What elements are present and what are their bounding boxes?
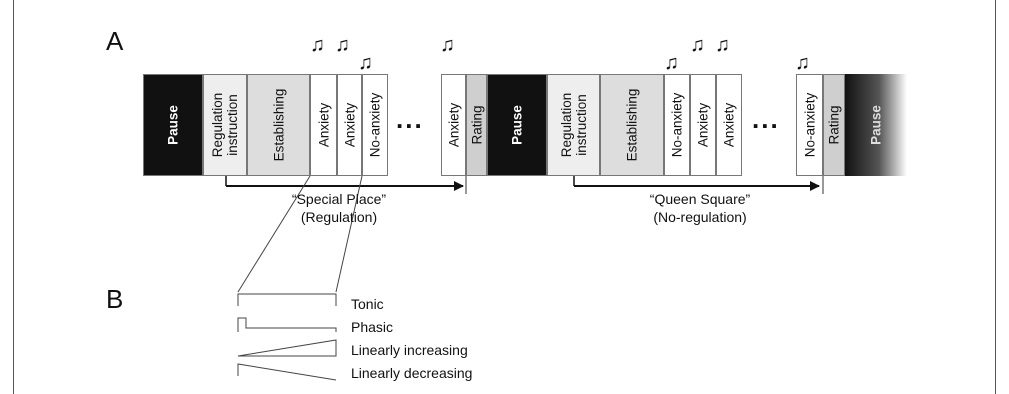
run2-anxiety-block-1: Anxiety (690, 74, 716, 176)
run1-ellipsis: ... (396, 104, 424, 134)
legend-tonic: Tonic (351, 296, 384, 312)
music-note-icon: ♫ (358, 52, 373, 74)
run2-caption: “Queen Square” (No-regulation) (649, 191, 751, 225)
zoom-line-right (335, 175, 363, 293)
run2-no-anxiety-block: No-anxiety (664, 74, 690, 176)
run1-anxiety-last-block: Anxiety (441, 74, 466, 176)
run2-anxiety-block-2: Anxiety (716, 74, 742, 176)
legend-phasic: Phasic (351, 319, 394, 335)
run1-pause-block: Pause (143, 74, 203, 176)
tonic-shape (237, 293, 337, 306)
run1-regulation-instruction-block: Regulation instruction (203, 74, 247, 176)
music-note-icon: ♫ (795, 52, 810, 74)
run2-no-anxiety-last-block: No-anxiety (796, 74, 823, 176)
right-border-line (995, 0, 996, 394)
run1-rating-block: Rating (466, 74, 487, 176)
music-note-icon: ♫ (440, 34, 455, 56)
phasic-shape (237, 317, 337, 332)
music-note-icon: ♫ (335, 34, 350, 56)
legend-linear-increasing: Linearly increasing (351, 342, 468, 358)
run2-pause-block: Pause (487, 74, 547, 176)
run1-no-anxiety-block: No-anxiety (362, 74, 388, 176)
music-note-icon: ♫ (310, 34, 325, 56)
music-note-icon: ♫ (715, 34, 730, 56)
panel-b-label: B (106, 284, 124, 314)
linear-decreasing-shape (237, 363, 337, 381)
music-note-icon: ♫ (690, 34, 705, 56)
run2-ellipsis: ... (752, 104, 780, 134)
run1-establishing-block: Establishing (247, 74, 310, 176)
run1-anxiety-block-1: Anxiety (310, 74, 337, 176)
run2-regulation-instruction-block: Regulation instruction (547, 74, 600, 176)
run1-anxiety-block-2: Anxiety (337, 74, 362, 176)
zoom-line-left (237, 175, 311, 293)
panel-a-label: A (106, 26, 124, 56)
run2-establishing-block: Establishing (600, 74, 664, 176)
left-border-line (13, 0, 14, 394)
legend-linear-decreasing: Linearly decreasing (351, 365, 473, 381)
run1-caption: “Special Place” (Regulation) (291, 191, 387, 225)
run2-rating-block: Rating (823, 74, 845, 176)
run2-pause-end-block: Pause (845, 74, 907, 176)
music-note-icon: ♫ (664, 52, 679, 74)
linear-increasing-shape (237, 339, 337, 357)
